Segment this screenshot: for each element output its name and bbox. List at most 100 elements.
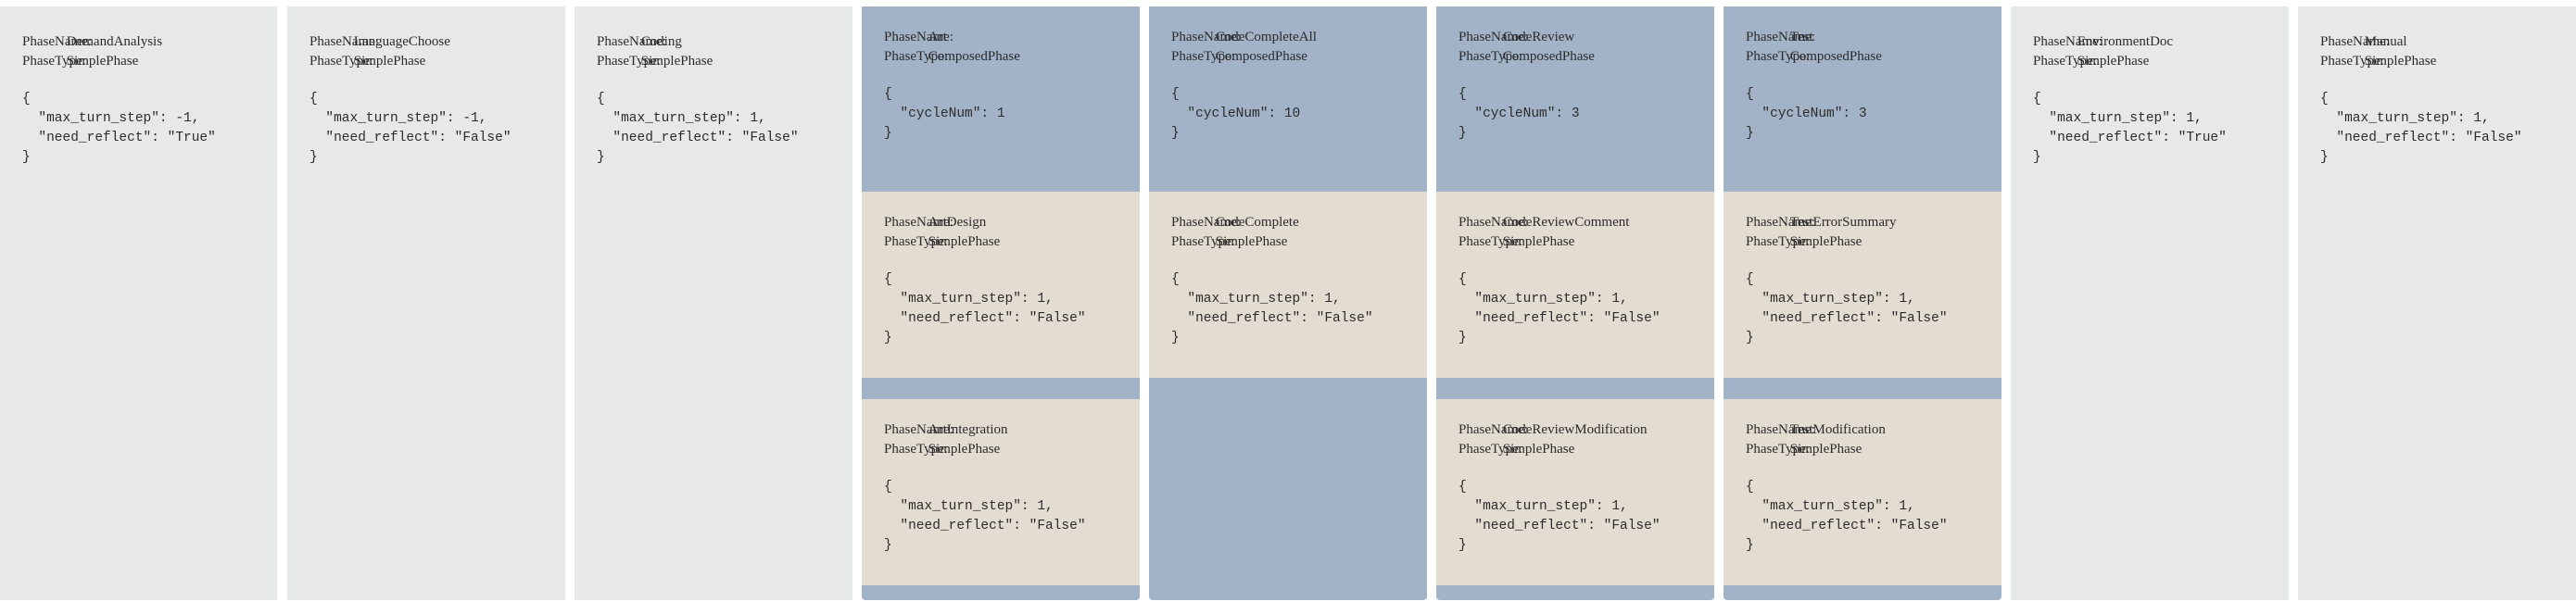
phase-type-label: PhaseType:: [2033, 54, 2097, 69]
phase-type-value: SimplePhase: [2364, 54, 2437, 69]
phase-name-row: PhaseName: TestErrorSummary: [1746, 213, 2001, 232]
sub-phase-code-complete: PhaseName: CodeComplete PhaseType: Simpl…: [1149, 192, 1427, 378]
sub-phase-art-design: PhaseName: ArtDesign PhaseType: SimplePh…: [862, 192, 1140, 378]
phase-type-row: PhaseType: SimplePhase: [884, 232, 1140, 252]
composed-phase-art: PhaseName: Art PhaseType: ComposedPhase …: [862, 6, 1140, 600]
phase-name-label: PhaseName:: [597, 34, 666, 49]
phase-type-row: PhaseType: SimplePhase: [2320, 52, 2576, 71]
phase-name-value: LanguageChoose: [353, 34, 450, 49]
phase-type-label: PhaseType:: [1458, 49, 1522, 64]
phase-card-coding: PhaseName: Coding PhaseType: SimplePhase…: [575, 6, 852, 600]
phase-type-row: PhaseType: SimplePhase: [884, 440, 1140, 459]
phase-name-row: PhaseName: CodeReviewComment: [1458, 213, 1714, 232]
phase-type-label: PhaseType:: [1746, 234, 1810, 249]
phase-name-value: CodeReviewModification: [1502, 422, 1648, 437]
phase-type-value: ComposedPhase: [1789, 49, 1882, 64]
phase-name-value: Test: [1789, 30, 1813, 44]
phase-name-row: PhaseName: EnvironmentDoc: [2033, 32, 2289, 52]
phase-type-label: PhaseType:: [2320, 54, 2384, 69]
phase-type-row: PhaseType: ComposedPhase: [1746, 47, 2001, 67]
phase-name-label: PhaseName:: [1746, 215, 1815, 230]
phase-type-row: PhaseType: SimplePhase: [1458, 232, 1714, 252]
phase-name-value: CodeReviewComment: [1502, 215, 1630, 230]
phase-config: { "cycleNum": 3 }: [1746, 87, 1867, 141]
composed-phase-code-complete-all: PhaseName: CodeCompleteAll PhaseType: Co…: [1149, 6, 1427, 600]
phase-name-value: Art: [928, 30, 947, 44]
phase-name-label: PhaseName:: [1458, 30, 1528, 44]
phase-config: { "max_turn_step": 1, "need_reflect": "F…: [1746, 272, 1948, 345]
phase-type-label: PhaseType:: [1458, 442, 1522, 457]
phase-type-row: PhaseType: SimplePhase: [1746, 232, 2001, 252]
phase-type-label: PhaseType:: [884, 442, 948, 457]
phase-type-row: PhaseType: ComposedPhase: [1458, 47, 1714, 67]
phase-type-row: PhaseType: SimplePhase: [22, 52, 277, 71]
sub-phase-test-error-summary: PhaseName: TestErrorSummary PhaseType: S…: [1724, 192, 2001, 378]
phase-card-manual: PhaseName: Manual PhaseType: SimplePhase…: [2298, 6, 2576, 600]
phase-name-row: PhaseName: DemandAnalysis: [22, 32, 277, 52]
phase-config: { "cycleNum": 1 }: [884, 87, 1005, 141]
phase-config: { "max_turn_step": 1, "need_reflect": "F…: [1746, 480, 1948, 553]
phase-config: { "max_turn_step": 1, "need_reflect": "F…: [597, 92, 799, 165]
phase-name-label: PhaseName:: [884, 215, 953, 230]
composed-phase-header: PhaseName: Art PhaseType: ComposedPhase …: [862, 6, 1140, 192]
phase-type-label: PhaseType:: [1746, 49, 1810, 64]
phase-name-row: PhaseName: Manual: [2320, 32, 2576, 52]
sub-phase-code-review-modification: PhaseName: CodeReviewModification PhaseT…: [1436, 399, 1714, 585]
phase-name-row: PhaseName: Art: [884, 28, 1140, 47]
phase-config: { "cycleNum": 10 }: [1171, 87, 1301, 141]
phase-type-label: PhaseType:: [1746, 442, 1810, 457]
phase-type-row: PhaseType: SimplePhase: [309, 52, 565, 71]
phase-name-row: PhaseName: CodeCompleteAll: [1171, 28, 1427, 47]
phase-type-label: PhaseType:: [884, 234, 948, 249]
phase-name-label: PhaseName:: [1171, 215, 1241, 230]
phase-name-value: DemandAnalysis: [66, 34, 163, 49]
phase-type-label: PhaseType:: [1171, 49, 1235, 64]
phase-config: { "max_turn_step": 1, "need_reflect": "T…: [2033, 92, 2227, 165]
phase-type-value: ComposedPhase: [1502, 49, 1595, 64]
phase-name-label: PhaseName:: [2320, 34, 2390, 49]
phase-name-label: PhaseName:: [1458, 422, 1528, 437]
phase-type-value: SimplePhase: [1502, 234, 1575, 249]
phase-config: { "max_turn_step": -1, "need_reflect": "…: [309, 92, 511, 165]
phase-name-value: TestModification: [1789, 422, 1886, 437]
phase-name-row: PhaseName: CodeReviewModification: [1458, 420, 1714, 440]
composed-phase-header: PhaseName: Test PhaseType: ComposedPhase…: [1724, 6, 2001, 192]
phase-type-label: PhaseType:: [597, 54, 661, 69]
phase-name-label: PhaseName:: [309, 34, 379, 49]
phase-config: { "max_turn_step": 1, "need_reflect": "F…: [1458, 480, 1661, 553]
phase-name-label: PhaseName:: [1746, 30, 1815, 44]
phase-name-value: ArtDesign: [928, 215, 987, 230]
phase-type-row: PhaseType: SimplePhase: [1746, 440, 2001, 459]
phase-type-value: SimplePhase: [1502, 442, 1575, 457]
phase-type-label: PhaseType:: [309, 54, 373, 69]
phase-name-row: PhaseName: ArtIntegration: [884, 420, 1140, 440]
phase-name-row: PhaseName: Coding: [597, 32, 852, 52]
phase-name-value: CodeReview: [1502, 30, 1575, 44]
composed-phase-header: PhaseName: CodeCompleteAll PhaseType: Co…: [1149, 6, 1427, 192]
phase-name-label: PhaseName:: [1746, 422, 1815, 437]
phase-name-label: PhaseName:: [2033, 34, 2102, 49]
phase-name-value: Manual: [2364, 34, 2407, 49]
phase-name-label: PhaseName:: [1171, 30, 1241, 44]
phase-card-language-choose: PhaseName: LanguageChoose PhaseType: Sim…: [287, 6, 565, 600]
phase-type-value: ComposedPhase: [928, 49, 1020, 64]
phase-type-value: SimplePhase: [66, 54, 139, 69]
phase-name-row: PhaseName: Test: [1746, 28, 2001, 47]
phase-type-label: PhaseType:: [1458, 234, 1522, 249]
phase-name-row: PhaseName: TestModification: [1746, 420, 2001, 440]
phase-config: { "max_turn_step": 1, "need_reflect": "F…: [2320, 92, 2522, 165]
phase-type-row: PhaseType: SimplePhase: [1171, 232, 1427, 252]
phase-type-row: PhaseType: ComposedPhase: [1171, 47, 1427, 67]
composed-phase-header: PhaseName: CodeReview PhaseType: Compose…: [1436, 6, 1714, 192]
phase-config: { "max_turn_step": 1, "need_reflect": "F…: [884, 480, 1086, 553]
phase-type-row: PhaseType: ComposedPhase: [884, 47, 1140, 67]
phase-name-label: PhaseName:: [884, 422, 953, 437]
phase-card-environment-doc: PhaseName: EnvironmentDoc PhaseType: Sim…: [2011, 6, 2289, 600]
phase-name-value: Coding: [640, 34, 682, 49]
phase-type-value: SimplePhase: [928, 442, 1001, 457]
phase-name-value: TestErrorSummary: [1789, 215, 1897, 230]
phase-type-value: SimplePhase: [1789, 234, 1863, 249]
phase-name-value: ArtIntegration: [928, 422, 1008, 437]
phase-name-value: CodeCompleteAll: [1215, 30, 1317, 44]
phase-config: { "max_turn_step": 1, "need_reflect": "F…: [1458, 272, 1661, 345]
